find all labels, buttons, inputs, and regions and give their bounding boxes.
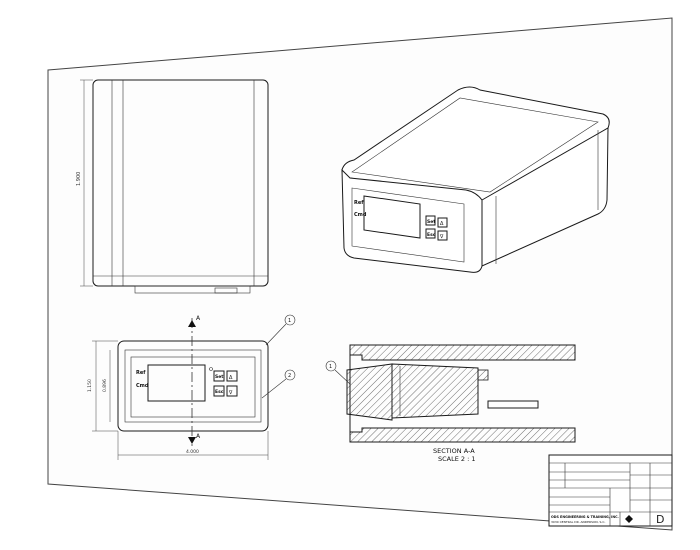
iso-up-button: Δ bbox=[440, 221, 444, 227]
iso-cmd-label: Cmd bbox=[354, 212, 367, 218]
section-marker-top: A bbox=[196, 315, 201, 322]
front-set-button: Set bbox=[215, 374, 224, 380]
front-cmd-label: Cmd bbox=[136, 383, 149, 389]
front-up-button: Δ bbox=[229, 375, 233, 381]
section-marker-bottom: A bbox=[196, 433, 201, 440]
front-esc-button: Esc bbox=[215, 389, 224, 395]
iso-set-button: Set bbox=[427, 219, 436, 225]
section-title: SECTION A-A bbox=[433, 447, 475, 455]
callout-2: 2 bbox=[288, 373, 291, 379]
sheet-border bbox=[47, 17, 673, 531]
section-view: 1 SECTION A-A SCALE 2 : 1 bbox=[325, 344, 576, 463]
front-down-button: ∇ bbox=[228, 390, 233, 396]
front-ref-label: Ref bbox=[136, 370, 146, 376]
sheet-size-letter: D bbox=[656, 513, 664, 526]
side-view: 1.900 bbox=[76, 79, 269, 294]
iso-ref-label: Ref bbox=[354, 200, 364, 206]
callout-3: 1 bbox=[329, 364, 332, 370]
callout-1: 1 bbox=[288, 318, 291, 324]
isometric-view: Ref Cmd Set Δ Esc ∇ bbox=[341, 86, 610, 273]
iso-esc-button: Esc bbox=[427, 232, 436, 238]
company-name: ODS ENGINEERING & TRAINING, INC. bbox=[551, 515, 619, 519]
dimension-width-front: 4.000 bbox=[186, 449, 199, 455]
dimension-height-inner: 0.896 bbox=[102, 379, 108, 392]
company-address: 3030 CENTRAL DR. ANDERSON, S.C. bbox=[551, 520, 605, 524]
iso-down-button: ∇ bbox=[439, 234, 444, 240]
section-scale: SCALE 2 : 1 bbox=[438, 455, 476, 463]
title-block: ODS ENGINEERING & TRAINING, INC. 3030 CE… bbox=[548, 454, 673, 527]
front-view: Ref Cmd Set Δ Esc ∇ A A 1.150 0.896 4.00… bbox=[87, 314, 296, 460]
dimension-height-side: 1.900 bbox=[76, 172, 82, 186]
dimension-height-front: 1.150 bbox=[87, 379, 93, 392]
